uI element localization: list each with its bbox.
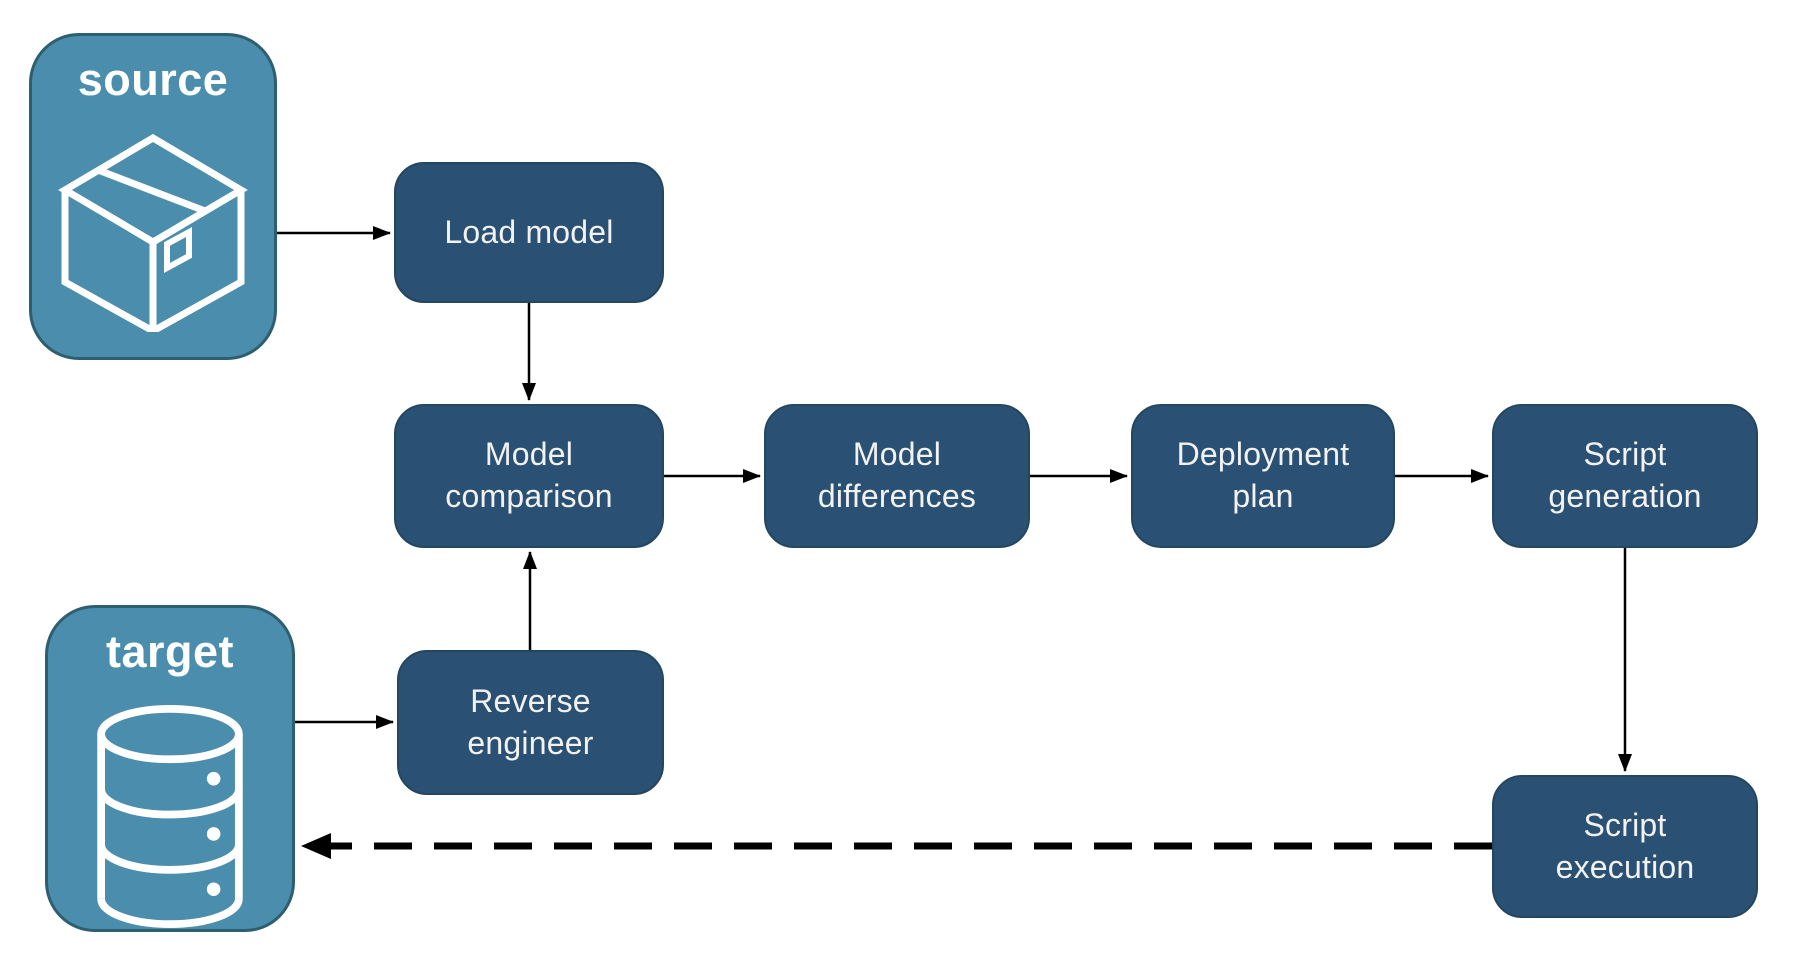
target-node: target <box>45 605 295 932</box>
package-icon <box>58 133 248 332</box>
node-load-model-label: Load model <box>444 213 614 250</box>
node-load-model: Load model <box>394 162 664 303</box>
node-script-execution-label: Script execution <box>1555 806 1695 885</box>
database-icon <box>97 704 243 929</box>
source-node: source <box>29 33 277 360</box>
node-deployment-plan-label: Deployment plan <box>1176 436 1350 514</box>
node-reverse-engineer-label: Reverse engineer <box>467 682 594 761</box>
node-script-execution: Script execution <box>1492 775 1758 918</box>
node-deployment-plan: Deployment plan <box>1131 404 1395 548</box>
node-model-differences-label: Model differences <box>817 436 977 514</box>
node-model-comparison: Model comparison <box>394 404 664 548</box>
source-label: source <box>77 54 229 105</box>
node-script-generation: Script generation <box>1492 404 1758 548</box>
node-script-generation-label: Script generation <box>1548 436 1702 514</box>
node-model-differences: Model differences <box>764 404 1030 548</box>
target-label: target <box>105 626 235 677</box>
node-model-comparison-label: Model comparison <box>445 436 613 514</box>
node-reverse-engineer: Reverse engineer <box>397 650 664 795</box>
